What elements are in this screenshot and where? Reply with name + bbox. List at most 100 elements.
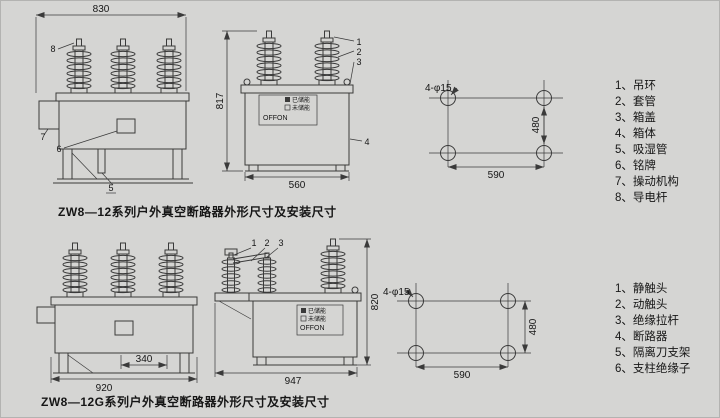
disconnector-blade <box>232 256 270 264</box>
nameplate <box>116 118 136 134</box>
static-contact <box>224 248 238 256</box>
bushing <box>314 30 340 86</box>
lifting-ring <box>243 78 251 86</box>
leader-line <box>57 42 75 50</box>
indicator-square-charged <box>301 308 306 313</box>
callout-2: 2 <box>264 238 269 248</box>
bushing <box>320 238 346 294</box>
dim-920-label: 920 <box>96 383 113 394</box>
callout-8: 8 <box>50 44 55 54</box>
zw8-12g-parts-list: 1、静触头 2、动触头 3、绝缘拉杆 4、断路器 5、隔离刀支架 6、支柱绝缘子 <box>615 281 690 375</box>
indicator-discharged-label: 未储能 <box>292 104 310 112</box>
pull-rod-insulator <box>257 252 277 294</box>
dim-560-label: 560 <box>289 180 306 191</box>
parts-item: 6、支柱绝缘子 <box>615 361 690 375</box>
dim-820-label: 820 <box>370 293 381 310</box>
leader-line <box>101 172 114 186</box>
leader-line <box>450 86 459 96</box>
bushing <box>62 242 88 298</box>
leader-line <box>349 138 363 142</box>
brace <box>71 152 98 180</box>
lifting-ring <box>343 78 351 86</box>
leg <box>343 356 354 366</box>
indicator-panel <box>296 304 344 336</box>
leg <box>172 148 183 180</box>
leg <box>62 148 73 180</box>
indicator-discharged-label: 未储能 <box>308 315 326 323</box>
mechanism-box <box>38 100 60 130</box>
dim-817-label: 817 <box>215 92 226 109</box>
leg <box>179 352 190 374</box>
callout-4: 4 <box>364 137 369 147</box>
post-insulator <box>221 252 241 294</box>
dim-480-label: 480 <box>531 116 542 133</box>
callout-3: 3 <box>278 238 283 248</box>
dim-340-label: 340 <box>136 354 153 365</box>
leg <box>58 352 69 374</box>
mounting-hole <box>440 90 456 106</box>
indicator-offon-label: OFFON <box>263 115 288 122</box>
parts-item: 7、操动机构 <box>615 174 679 188</box>
zw8-12-caption: ZW8—12系列户外真空断路器外形尺寸及安装尺寸 <box>58 204 337 219</box>
parts-item: 1、吊环 <box>615 79 656 92</box>
zw8-12-front-view: 830 8 7 6 5 <box>35 4 193 194</box>
tank-body <box>54 304 194 354</box>
indicator-square-discharged <box>284 104 291 111</box>
dim-947-label: 947 <box>285 376 302 387</box>
mounting-hole <box>440 145 456 161</box>
callout-2: 2 <box>356 47 361 57</box>
mounting-hole <box>536 145 552 161</box>
indicator-panel <box>258 94 318 126</box>
tank-body <box>252 300 358 358</box>
parts-item: 1、静触头 <box>615 281 667 295</box>
leader-line <box>250 247 266 262</box>
parts-item: 3、箱盖 <box>615 110 656 124</box>
bushing <box>110 242 136 298</box>
parts-item: 4、箱体 <box>615 126 656 140</box>
leader-line <box>266 247 279 258</box>
zw8-12-parts-list: 1、吊环 2、套管 3、箱盖 4、箱体 5、吸湿管 6、铭牌 7、操动机构 8、… <box>615 79 679 204</box>
mounting-hole <box>500 345 516 361</box>
dim-590-label: 590 <box>488 170 505 181</box>
hole-spec-label: 4-φ15 <box>425 83 452 94</box>
section-zw8-12g: 340 920 1 2 <box>36 238 690 409</box>
callout-1: 1 <box>251 238 256 248</box>
zw8-12g-mounting-pattern: 4-φ15 590 480 <box>383 283 539 381</box>
leader-line <box>333 36 355 42</box>
parts-item: 5、吸湿管 <box>615 142 667 156</box>
indicator-offon-label: OFFON <box>300 325 325 332</box>
mounting-hole <box>408 293 424 309</box>
leg <box>248 164 259 172</box>
zw8-12g-side-view: 1 2 3 已储能 未储能 OFFON 947 820 <box>214 238 381 387</box>
disconnector-blade <box>232 252 270 260</box>
leader-line <box>405 288 414 298</box>
parts-item: 5、隔离刀支架 <box>615 345 690 359</box>
mechanism-box <box>36 306 56 324</box>
callout-5: 5 <box>108 183 113 193</box>
dim-830-label: 830 <box>93 4 110 15</box>
callout-6: 6 <box>56 144 61 154</box>
moisture-tube <box>97 148 106 174</box>
indicator-square-charged <box>285 97 290 102</box>
mounting-hole <box>408 345 424 361</box>
zw8-12g-front-view: 340 920 <box>36 242 198 394</box>
parts-item: 8、导电杆 <box>615 190 668 204</box>
tank-cover <box>248 292 362 302</box>
indicator-charged-label: 已储能 <box>308 307 326 315</box>
bushing <box>66 38 92 94</box>
leader-line <box>337 50 355 58</box>
dim-480-label: 480 <box>528 318 539 335</box>
parts-item: 3、绝缘拉杆 <box>615 313 679 327</box>
parts-item: 6、铭牌 <box>615 158 656 172</box>
parts-item: 4、断路器 <box>615 329 668 343</box>
brace <box>67 354 94 374</box>
brace <box>218 300 252 320</box>
leg <box>256 356 267 366</box>
zw8-12-side-view: 已储能 未储能 OFFON 1 2 3 4 817 560 <box>215 30 370 191</box>
parts-item: 2、动触头 <box>615 297 667 311</box>
parts-item: 2、套管 <box>615 94 656 108</box>
mounting-hole <box>536 90 552 106</box>
zw8-12-mounting-pattern: 4-φ15 590 480 <box>425 80 563 181</box>
